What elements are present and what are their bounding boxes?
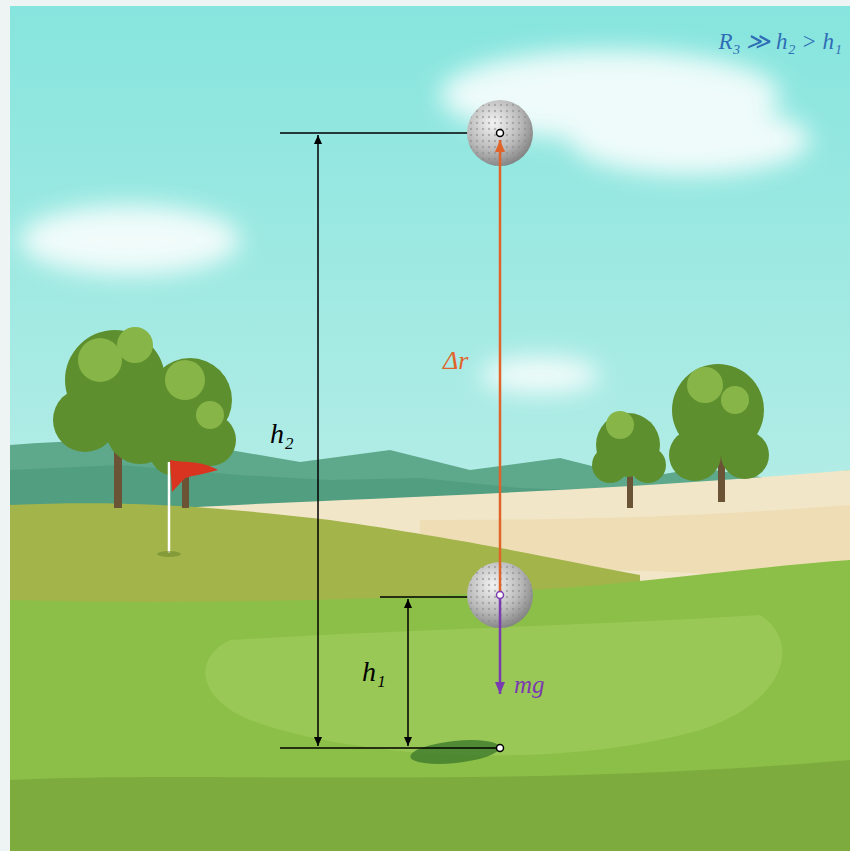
- dimension-label: h₁: [362, 658, 386, 686]
- tree: [592, 364, 769, 508]
- vector-label: Δr⃗: [443, 348, 489, 374]
- vector-label: mg⃗: [514, 672, 564, 697]
- condition-note: R₃ ≫ h₂ > h₁: [718, 30, 842, 53]
- dimension-label: h₂: [270, 420, 294, 448]
- tree: [53, 327, 236, 508]
